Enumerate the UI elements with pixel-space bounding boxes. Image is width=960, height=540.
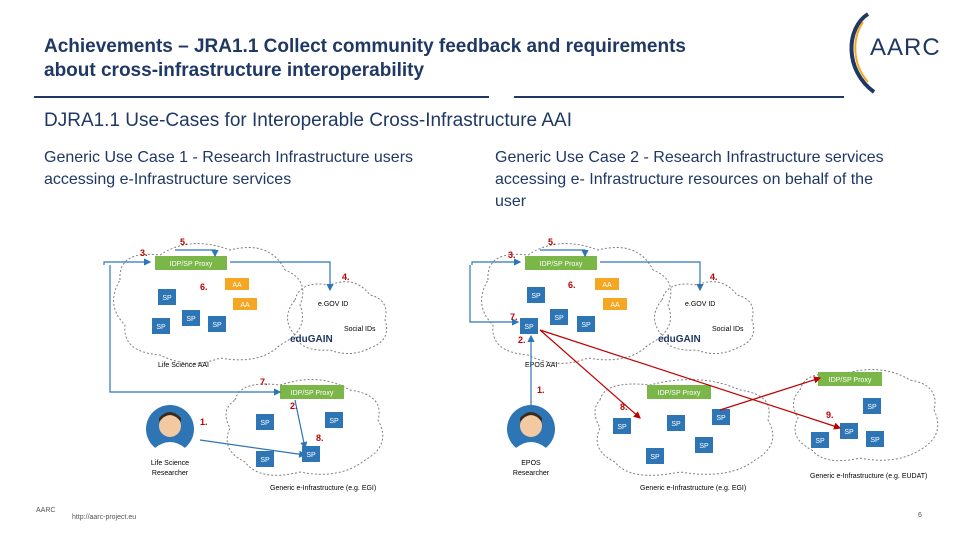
proxy-box-2	[525, 256, 597, 270]
svg-text:SP: SP	[716, 415, 726, 422]
svg-text:3.: 3.	[508, 250, 516, 260]
idp-cloud-2	[654, 281, 755, 354]
svg-text:SP: SP	[699, 443, 709, 450]
svg-text:SP: SP	[162, 295, 172, 302]
svg-text:8.: 8.	[620, 402, 628, 412]
title-line-2: about cross-infrastructure interoperabil…	[44, 60, 425, 81]
sp-boxes-1: SP SP SP SP SP SP SP SP	[152, 289, 343, 467]
svg-text:SP: SP	[329, 418, 339, 425]
aarc-logo-icon	[849, 12, 876, 94]
title-divider-right	[514, 96, 844, 98]
proxy-mid-label: IDP/SP Proxy	[658, 390, 701, 397]
svg-text:SP: SP	[815, 438, 825, 445]
aa-box-2	[233, 298, 257, 310]
eudat-cloud	[793, 369, 939, 462]
einfra-cloud	[225, 379, 384, 476]
epos-researcher-icon	[507, 405, 555, 454]
svg-text:5.: 5.	[180, 237, 188, 247]
svg-text:SP: SP	[867, 404, 877, 411]
title-line-1: Achievements – JRA1.1 Collect community …	[44, 36, 686, 57]
svg-text:6.: 6.	[200, 282, 208, 292]
proxy-box	[155, 256, 227, 270]
slide-title: Achievements – JRA1.1 Collect community …	[44, 35, 804, 83]
proxy-label-2: IDP/SP Proxy	[540, 261, 583, 268]
idp-cloud	[287, 281, 388, 354]
life-science-cloud	[113, 243, 304, 364]
aa-box-4	[603, 298, 627, 310]
svg-text:AA: AA	[610, 302, 620, 309]
proxy-box-bottom	[280, 385, 344, 399]
svg-text:SP: SP	[554, 315, 564, 322]
aa-box-3	[595, 278, 619, 290]
svg-text:SP: SP	[186, 316, 196, 323]
proxy-box-mid	[647, 385, 711, 399]
epos-cloud	[481, 243, 672, 364]
svg-text:SP: SP	[156, 324, 166, 331]
svg-text:SP: SP	[617, 424, 627, 431]
logo-text: AARC	[870, 34, 941, 61]
svg-text:1.: 1.	[537, 385, 545, 395]
social-label: Social IDs	[344, 326, 376, 333]
einfra-label-2: Generic e-Infrastructure (e.g. EGI)	[640, 485, 746, 492]
footer-logo: AARC	[36, 507, 56, 514]
einfra-cloud-2	[594, 379, 774, 476]
social-label-2: Social IDs	[712, 326, 744, 333]
person2-label-2: Researcher	[513, 470, 550, 477]
proxy-bottom-label: IDP/SP Proxy	[291, 390, 334, 397]
svg-text:SP: SP	[524, 324, 534, 331]
aa-label-1: AA	[232, 282, 242, 289]
svg-text:5.: 5.	[548, 237, 556, 247]
egov-label-2: e.GOV ID	[685, 301, 715, 308]
svg-text:AA: AA	[602, 282, 612, 289]
svg-text:SP: SP	[650, 454, 660, 461]
use-case-1-text: Generic Use Case 1 - Research Infrastruc…	[44, 149, 414, 188]
svg-text:4.: 4.	[710, 272, 718, 282]
aa-label-2: AA	[240, 302, 250, 309]
epos-aai-label: EPOS AAI	[525, 362, 557, 369]
svg-text:SP: SP	[260, 457, 270, 464]
svg-text:3.: 3.	[140, 248, 148, 258]
svg-text:7.: 7.	[260, 377, 268, 387]
sp-boxes-2: SP SP SP SP SP SP SP SP SP SP SP SP SP	[520, 287, 884, 464]
proxy-right-label: IDP/SP Proxy	[829, 377, 872, 384]
person-label-1: Life Science	[151, 460, 189, 467]
diagram-1: IDP/SP Proxy AA AA SP SP SP SP SP SP SP …	[103, 237, 388, 492]
edugain-label: eduGAIN	[290, 334, 333, 345]
svg-text:2.: 2.	[290, 401, 298, 411]
egov-label: e.GOV ID	[318, 301, 348, 308]
svg-text:SP: SP	[581, 322, 591, 329]
einfra-label: Generic e-Infrastructure (e.g. EGI)	[270, 485, 376, 492]
proxy-box-right	[818, 372, 882, 386]
svg-text:SP: SP	[671, 421, 681, 428]
svg-text:SP: SP	[531, 293, 541, 300]
use-case-2-text: Generic Use Case 2 - Research Infrastruc…	[495, 149, 884, 210]
life-science-aai-label: Life Science AAI	[158, 362, 209, 369]
svg-text:SP: SP	[870, 437, 880, 444]
svg-text:1.: 1.	[200, 417, 208, 427]
svg-text:SP: SP	[260, 420, 270, 427]
aa-box-1	[225, 278, 249, 290]
proxy-label: IDP/SP Proxy	[170, 261, 213, 268]
svg-text:SP: SP	[306, 452, 316, 459]
life-science-researcher-icon	[146, 405, 194, 454]
svg-text:SP: SP	[844, 429, 854, 436]
title-divider-left	[34, 96, 489, 98]
diagram-2: IDP/SP Proxy AA AA SP SP SP SP SP SP SP …	[469, 237, 939, 492]
svg-text:7.: 7.	[510, 312, 518, 322]
einfra2-label: Generic e-Infrastructure (e.g. EUDAT)	[810, 473, 927, 480]
svg-text:SP: SP	[212, 322, 222, 329]
page-number: 6	[918, 512, 922, 519]
svg-text:6.: 6.	[568, 280, 576, 290]
edugain-label-2: eduGAIN	[658, 334, 701, 345]
footer-url-link[interactable]: http://aarc-project.eu	[72, 514, 137, 521]
section-subtitle: DJRA1.1 Use-Cases for Interoperable Cros…	[44, 110, 572, 131]
svg-text:4.: 4.	[342, 272, 350, 282]
person2-label-1: EPOS	[521, 460, 541, 467]
person-label-2: Researcher	[152, 470, 189, 477]
svg-text:9.: 9.	[826, 410, 834, 420]
svg-text:8.: 8.	[316, 433, 324, 443]
svg-text:2.: 2.	[518, 335, 526, 345]
